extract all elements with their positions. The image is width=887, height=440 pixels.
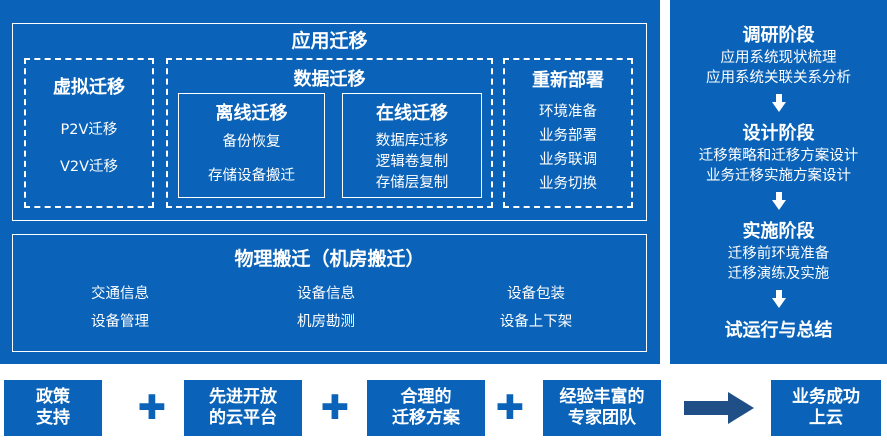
physical-move-item: 设备包装 <box>507 286 565 303</box>
factor-box: 政策 支持 <box>4 380 102 436</box>
arrow-down-icon <box>670 290 887 308</box>
phase-title: 试运行与总结 <box>724 320 833 341</box>
offline-migration-box: 离线迁移 备份恢复 存储设备搬迁 <box>178 93 325 198</box>
factor-label: 经验丰富的 专家团队 <box>559 386 645 428</box>
offline-migration-title: 离线迁移 <box>215 103 288 124</box>
physical-move-item: 机房勘测 <box>297 314 355 331</box>
vm-migration-title: 虚拟迁移 <box>53 77 125 98</box>
result-label: 业务成功 上云 <box>792 386 860 428</box>
physical-move-box: 物理搬迁（机房搬迁） 交通信息 设备信息 设备包装 设备管理 机房勘测 设备上下… <box>12 234 647 352</box>
arrow-right-icon <box>684 390 754 426</box>
online-migration-title: 在线迁移 <box>376 103 448 124</box>
data-migration-box: 数据迁移 离线迁移 备份恢复 存储设备搬迁 在线迁移 数据库迁移 逻辑卷复制 存… <box>166 58 493 208</box>
phase-item: 应用系统关联关系分析 <box>706 69 851 86</box>
redeploy-item: 环境准备 <box>539 104 597 121</box>
physical-move-item: 设备信息 <box>297 286 355 303</box>
phase-title: 设计阶段 <box>742 123 815 144</box>
migration-process-panel: 调研阶段 应用系统现状梳理 应用系统关联关系分析 设计阶段 迁移策略和迁移方案设… <box>670 0 887 364</box>
factor-box: 合理的 迁移方案 <box>367 380 485 436</box>
redeploy-item: 业务切换 <box>539 176 597 193</box>
online-migration-item: 数据库迁移 <box>375 132 449 149</box>
phase-item: 应用系统现状梳理 <box>720 49 837 66</box>
physical-move-title: 物理搬迁（机房搬迁） <box>234 247 425 270</box>
vm-migration-item: V2V迁移 <box>59 159 119 176</box>
app-migration-box: 应用迁移 <box>12 23 647 221</box>
vm-migration-box: 虚拟迁移 P2V迁移 V2V迁移 <box>24 58 154 208</box>
app-migration-title: 应用迁移 <box>291 29 368 52</box>
plus-icon: ✚ <box>320 388 350 428</box>
redeploy-item: 业务联调 <box>539 152 597 169</box>
vm-migration-item: P2V迁移 <box>60 122 118 139</box>
factor-label: 政策 支持 <box>36 386 70 428</box>
online-migration-box: 在线迁移 数据库迁移 逻辑卷复制 存储层复制 <box>342 93 482 198</box>
arrow-down-icon <box>670 192 887 210</box>
offline-migration-item: 备份恢复 <box>222 134 281 151</box>
factor-box: 先进开放 的云平台 <box>184 380 302 436</box>
online-migration-item: 存储层复制 <box>375 174 449 191</box>
data-migration-title: 数据迁移 <box>293 69 366 90</box>
physical-move-item: 设备管理 <box>91 314 149 331</box>
factor-label: 先进开放 的云平台 <box>209 386 277 428</box>
redeploy-box: 重新部署 环境准备 业务部署 业务联调 业务切换 <box>503 58 633 208</box>
result-box: 业务成功 上云 <box>771 380 881 436</box>
offline-migration-item: 存储设备搬迁 <box>208 168 295 185</box>
redeploy-title: 重新部署 <box>532 70 604 91</box>
physical-move-item: 交通信息 <box>91 286 149 303</box>
arrow-down-icon <box>670 94 887 112</box>
phase-item: 业务迁移实施方案设计 <box>706 167 851 184</box>
plus-icon: ✚ <box>495 388 525 428</box>
plus-icon: ✚ <box>137 388 167 428</box>
factor-box: 经验丰富的 专家团队 <box>543 380 661 436</box>
phase-title: 实施阶段 <box>742 221 815 242</box>
phase-item: 迁移前环境准备 <box>727 245 830 262</box>
online-migration-item: 逻辑卷复制 <box>375 153 449 170</box>
physical-move-item: 设备上下架 <box>499 314 573 331</box>
redeploy-item: 业务部署 <box>539 128 597 145</box>
factor-label: 合理的 迁移方案 <box>392 386 460 428</box>
migration-types-panel <box>0 0 660 364</box>
phase-item: 迁移策略和迁移方案设计 <box>698 147 859 164</box>
phase-item: 迁移演练及实施 <box>727 265 830 282</box>
phase-title: 调研阶段 <box>742 25 815 46</box>
